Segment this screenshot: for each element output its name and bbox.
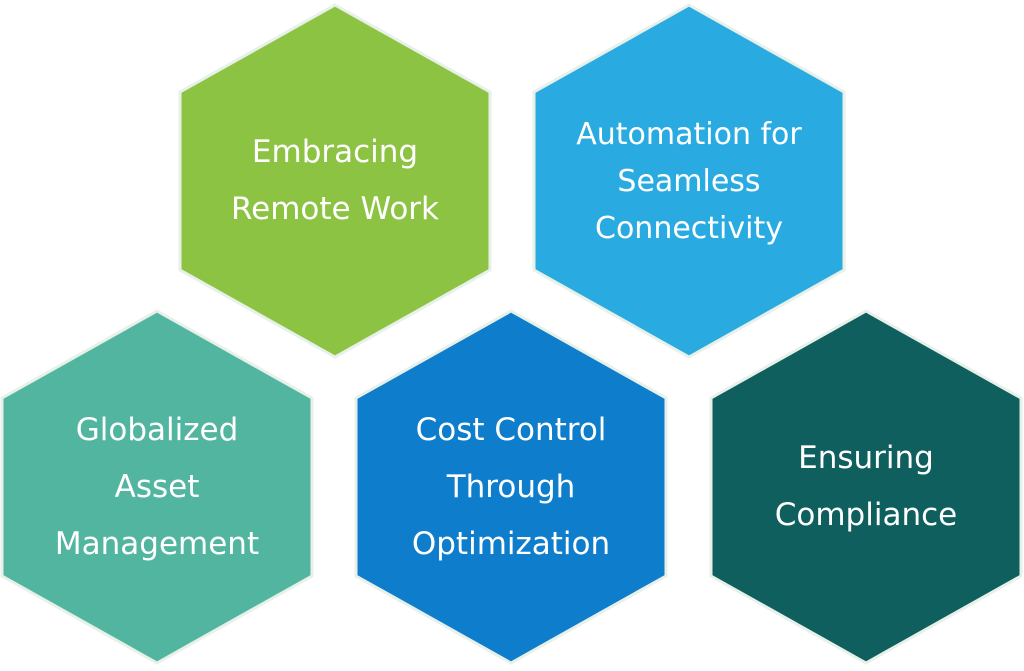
hexagon-globalized	[0, 309, 314, 665]
hexagon-remote-work	[178, 3, 492, 359]
hexagon-cost-control	[354, 309, 668, 665]
hexagon-automation	[532, 3, 846, 359]
hexagon-compliance	[709, 309, 1023, 665]
